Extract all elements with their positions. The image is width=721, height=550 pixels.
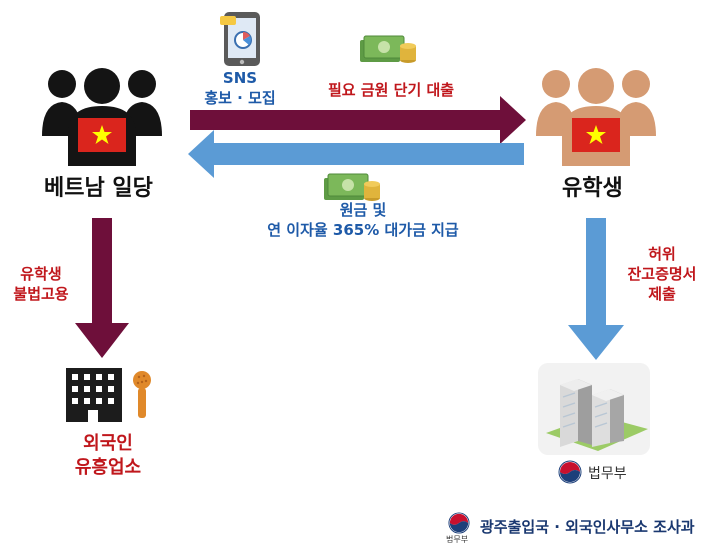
venue-label-line2: 유흥업소: [74, 457, 142, 478]
loan-arrow: [190, 96, 526, 144]
illegal-employ-label-line1: 유학생: [20, 265, 62, 283]
venue-label-line1: 외국인: [83, 433, 133, 454]
student-label: 유학생: [562, 176, 623, 201]
repay-label-line1: 원금 및: [339, 201, 387, 219]
microphone-icon: [133, 371, 151, 418]
fake-doc-label-line3: 제출: [648, 285, 676, 303]
gang-people-icon: [42, 68, 162, 166]
fake-doc-label-line1: 허위: [648, 245, 676, 263]
loan-label: 필요 금원 단기 대출: [328, 81, 455, 99]
illegal-employ-label-line2: 불법고용: [13, 285, 69, 303]
fake-doc-label-line2: 잔고증명서: [627, 265, 697, 283]
money-icon-repay: [324, 173, 380, 201]
ministry-building-icon: [538, 363, 650, 455]
footer-emblem-icon: [448, 512, 470, 534]
sns-label-line2: 홍보 · 모집: [204, 89, 276, 107]
repay-label-line2: 연 이자율 365% 대가금 지급: [267, 221, 459, 239]
repay-arrow: [188, 130, 524, 178]
student-vietnam-flag-icon: [572, 118, 620, 152]
fake-doc-arrow: [568, 218, 624, 360]
gang-vietnam-flag-icon: [78, 118, 126, 152]
footer-office-name: 광주출입국 · 외국인사무소 조사과: [480, 518, 695, 536]
student-people-icon: [536, 68, 656, 166]
nightclub-building-icon: [58, 358, 162, 424]
ministry-label: 법무부: [588, 466, 627, 482]
illegal-employ-arrow: [75, 218, 129, 358]
footer-emblem-text: 법무부: [446, 535, 469, 544]
korea-government-emblem-icon: [558, 460, 582, 484]
gang-label: 베트남 일당: [44, 176, 153, 201]
sns-label-line1: SNS: [222, 69, 258, 87]
money-icon-loan: [360, 35, 416, 63]
smartphone-icon: [220, 12, 260, 66]
